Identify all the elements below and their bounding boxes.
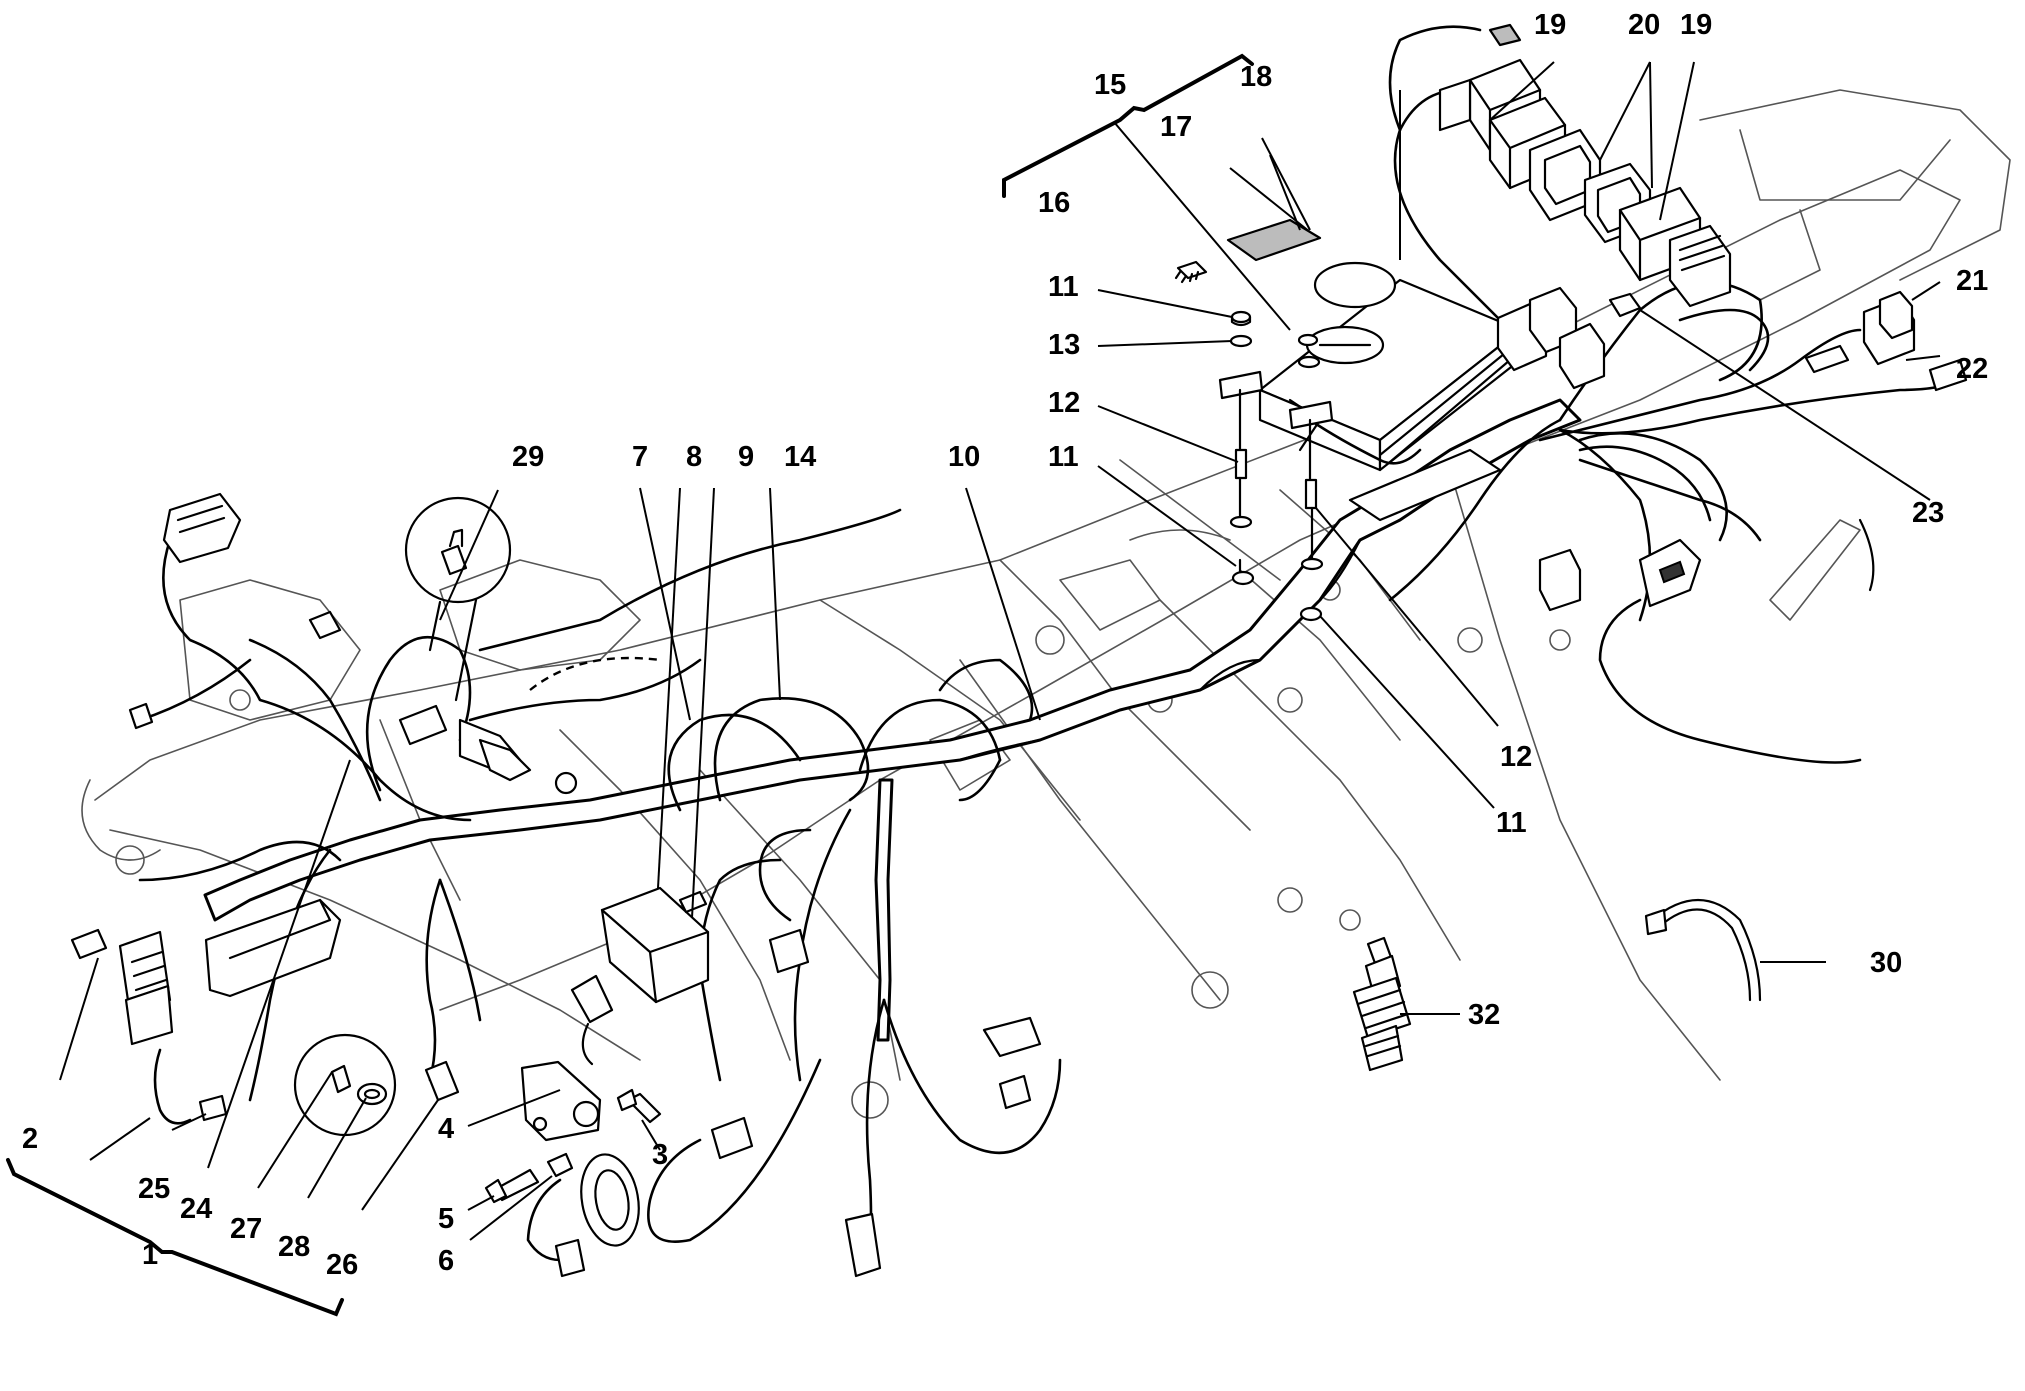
connector-25 [198, 1094, 228, 1122]
callout-9: 9 [738, 441, 754, 473]
right-connectors [1538, 538, 1702, 612]
callout-20: 20 [1628, 9, 1660, 41]
fuse-part-2 [70, 928, 108, 960]
callout-8: 8 [686, 441, 702, 473]
ignition-coil [570, 886, 710, 1066]
relay-block [1496, 286, 1642, 390]
callout-13: 13 [1048, 329, 1080, 361]
ecu-lid [1313, 261, 1397, 309]
callout-numbers: 1 2 3 4 5 6 7 8 9 10 11 11 11 12 12 13 1… [22, 9, 1988, 1281]
sleeve-24 [204, 898, 342, 998]
callout-30: 30 [1870, 947, 1902, 979]
callout-19-b: 19 [1680, 9, 1712, 41]
callout-18: 18 [1240, 61, 1272, 93]
screw-3 [616, 1088, 662, 1124]
callout-24: 24 [180, 1193, 212, 1225]
fuse-holder [1804, 290, 1968, 392]
group-bracket-1 [6, 1158, 344, 1317]
callout-11-a: 11 [1048, 271, 1079, 303]
sensor-connector [398, 704, 578, 795]
connectors-lower-mid [710, 928, 1042, 1278]
main-wiring-harness [138, 25, 1962, 1243]
callout-7: 7 [632, 441, 648, 473]
connector-26 [424, 1060, 460, 1102]
callout-21: 21 [1956, 265, 1988, 297]
callout-16: 16 [1038, 187, 1070, 219]
callout-19-a: 19 [1534, 9, 1566, 41]
callout-11-c: 11 [1496, 807, 1527, 839]
bracket-plate [520, 1060, 602, 1142]
callout-1: 1 [142, 1239, 158, 1271]
callout-10: 10 [948, 441, 980, 473]
callout-22: 22 [1956, 353, 1988, 385]
callout-23: 23 [1912, 497, 1944, 529]
ecu-chip [1174, 260, 1208, 284]
connector-top-left [128, 492, 342, 730]
ecu-mounting-hardware [1218, 310, 1334, 622]
callout-3: 3 [652, 1139, 668, 1171]
callout-14: 14 [784, 441, 816, 473]
callout-2: 2 [22, 1123, 38, 1155]
group-bracket-15 [1002, 53, 1254, 198]
callout-28: 28 [278, 1231, 310, 1263]
terminal-detail-27-28 [293, 1033, 397, 1137]
callout-32: 32 [1468, 999, 1500, 1031]
callout-26: 26 [326, 1249, 358, 1281]
ecu-unit [1258, 278, 1522, 522]
horn [526, 1152, 640, 1278]
relays-and-connectors [1438, 23, 1732, 308]
ecu-label [1226, 218, 1322, 262]
cable-tie [1644, 899, 1762, 1002]
callout-25: 25 [138, 1173, 170, 1205]
callout-29: 29 [512, 441, 544, 473]
callout-15: 15 [1094, 69, 1126, 101]
callout-12-b: 12 [1500, 741, 1532, 773]
callout-17: 17 [1160, 111, 1192, 143]
leader-lines [59, 61, 1941, 1241]
terminal-detail-29 [404, 496, 512, 702]
callout-27: 27 [230, 1213, 262, 1245]
connector-block-24 [118, 930, 174, 1046]
spark-plug [1352, 936, 1412, 1072]
callout-4: 4 [438, 1113, 454, 1145]
callout-6: 6 [438, 1245, 454, 1277]
callout-5: 5 [438, 1203, 454, 1235]
callout-12-a: 12 [1048, 387, 1080, 419]
callout-11-b: 11 [1048, 441, 1079, 473]
